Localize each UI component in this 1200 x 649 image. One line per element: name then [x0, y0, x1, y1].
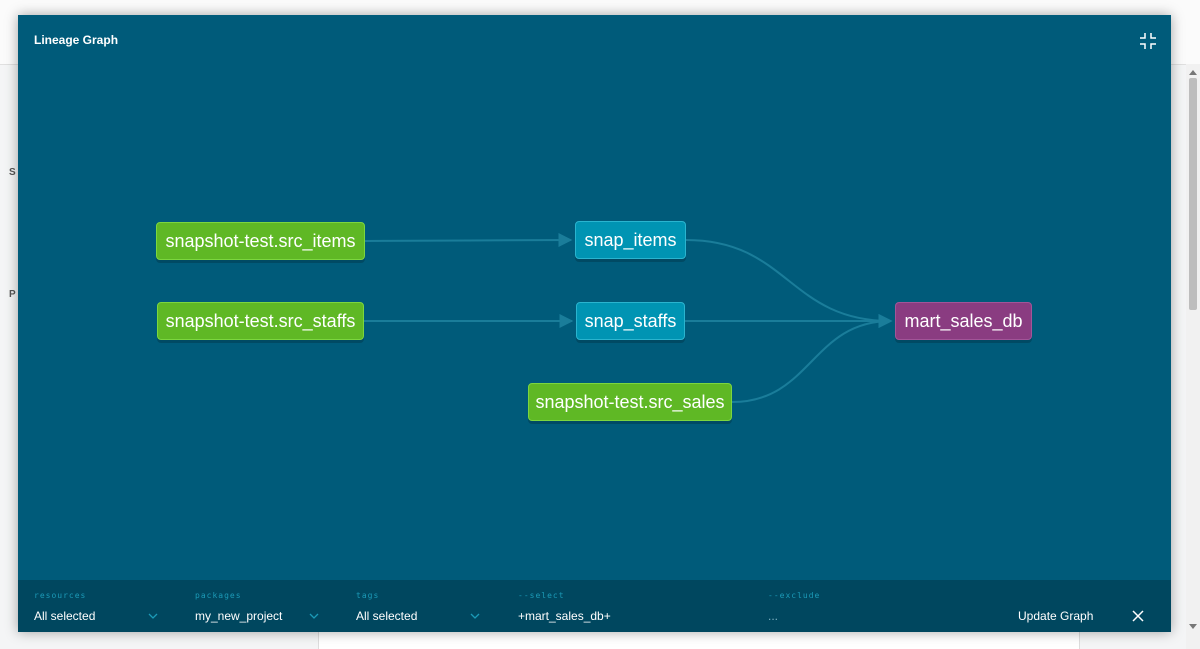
resources-label: resources: [34, 591, 87, 600]
edge-src-sales-to-mart-sales-db: [731, 314, 893, 403]
filter-bar: resources All selected packages my_new_p…: [18, 580, 1171, 632]
select-filter[interactable]: --select +mart_sales_db+: [518, 580, 748, 632]
scroll-down-arrow[interactable]: [1189, 624, 1197, 629]
modal-title: Lineage Graph: [34, 33, 119, 47]
node-mart-sales-db[interactable]: mart_sales_db: [895, 302, 1032, 340]
node-snap-staffs[interactable]: snap_staffs: [576, 302, 685, 340]
node-src-staffs[interactable]: snapshot-test.src_staffs: [157, 302, 364, 340]
tags-label: tags: [356, 591, 380, 600]
select-label: --select: [518, 591, 565, 600]
page-scrollbar[interactable]: [1186, 64, 1200, 649]
scroll-thumb[interactable]: [1189, 78, 1197, 310]
tags-value[interactable]: All selected: [356, 609, 418, 623]
tags-filter[interactable]: tags All selected: [356, 580, 481, 632]
select-input[interactable]: +mart_sales_db+: [518, 609, 611, 623]
node-src-sales[interactable]: snapshot-test.src_sales: [528, 383, 732, 421]
background-fragment: P: [9, 289, 16, 300]
packages-filter[interactable]: packages my_new_project: [195, 580, 320, 632]
resources-filter[interactable]: resources All selected: [34, 580, 159, 632]
scroll-up-arrow[interactable]: [1189, 70, 1197, 75]
collapse-button[interactable]: [1139, 32, 1157, 50]
lineage-edges: [364, 233, 893, 403]
node-snap-items[interactable]: snap_items: [575, 221, 686, 259]
background-fragment: S: [9, 167, 16, 178]
edge-snap-items-to-mart-sales-db: [685, 239, 893, 328]
close-icon[interactable]: [1132, 610, 1144, 622]
chevron-down-icon[interactable]: [309, 612, 319, 620]
packages-label: packages: [195, 591, 242, 600]
exclude-label: --exclude: [768, 591, 821, 600]
chevron-down-icon[interactable]: [148, 612, 158, 620]
edge-src-items-to-snap-items: [364, 233, 573, 248]
packages-value[interactable]: my_new_project: [195, 609, 283, 623]
collapse-icon: [1140, 33, 1156, 49]
exclude-input[interactable]: ...: [768, 609, 779, 623]
resources-value[interactable]: All selected: [34, 609, 96, 623]
chevron-down-icon[interactable]: [470, 612, 480, 620]
background-content: [318, 632, 1080, 649]
exclude-filter[interactable]: --exclude ...: [768, 580, 998, 632]
update-graph-button[interactable]: Update Graph: [1018, 609, 1094, 623]
node-src-items[interactable]: snapshot-test.src_items: [156, 222, 365, 260]
